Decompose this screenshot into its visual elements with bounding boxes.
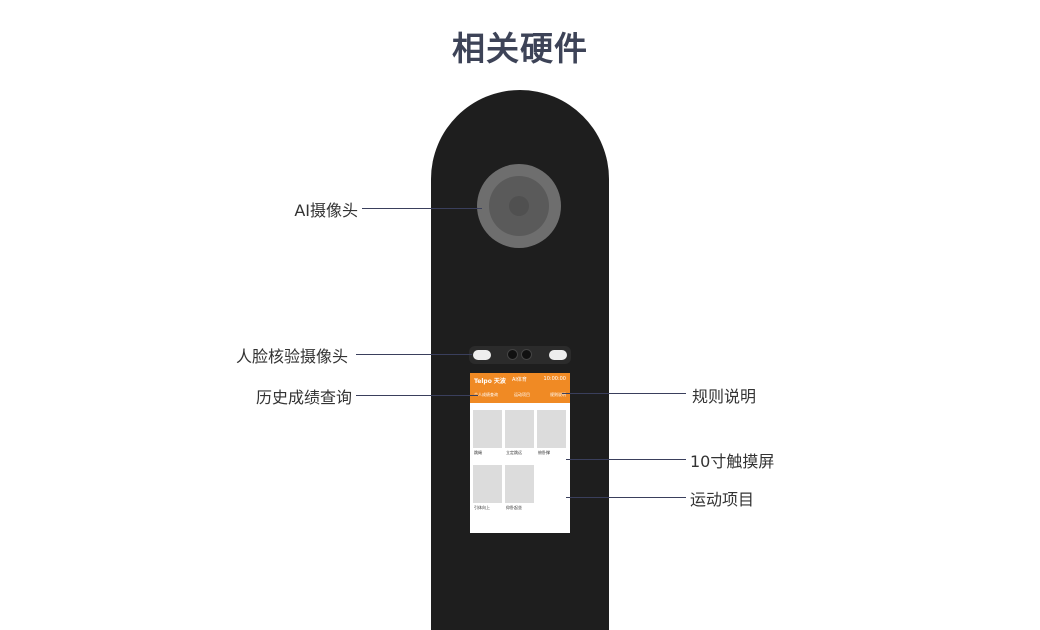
touchscreen: Telpo 天波 AI体育 10:00:00 个人成绩查询 运动项目 规则说明 …	[470, 373, 570, 533]
callout-line	[356, 354, 472, 355]
clock: 10:00:00	[543, 376, 566, 382]
label-touchscreen: 10寸触摸屏	[690, 452, 775, 471]
label-rules: 规则说明	[692, 387, 757, 406]
face-lens	[507, 349, 518, 360]
sport-card-pushup[interactable]	[537, 410, 566, 448]
face-camera-module	[469, 346, 571, 364]
sport-label: 俯卧撑	[538, 450, 550, 455]
face-lens	[521, 349, 532, 360]
sport-card-pullup[interactable]	[473, 465, 502, 503]
page-title: 相关硬件	[452, 29, 588, 68]
label-history: 历史成绩查询	[255, 388, 352, 407]
label-ai-camera: AI摄像头	[294, 201, 358, 220]
callout-line	[562, 393, 686, 394]
sport-label: 仰卧起坐	[506, 505, 522, 510]
ir-light	[473, 350, 491, 360]
callout-line	[362, 208, 482, 209]
label-face-camera: 人脸核验摄像头	[235, 347, 348, 366]
tab-rules[interactable]: 规则说明	[550, 392, 566, 397]
app-title: AI体育	[512, 377, 527, 383]
ir-light	[549, 350, 567, 360]
sport-card-jump-rope[interactable]	[473, 410, 502, 448]
callout-line	[356, 395, 478, 396]
screen-header: Telpo 天波 AI体育 10:00:00 个人成绩查询 运动项目 规则说明	[470, 373, 570, 403]
callout-line	[566, 459, 686, 460]
tab-history[interactable]: 个人成绩查询	[474, 392, 498, 397]
sport-card-situp[interactable]	[505, 465, 534, 503]
sport-label: 立定跳远	[506, 450, 522, 455]
tab-sports[interactable]: 运动项目	[514, 392, 530, 397]
ai-camera-lens	[477, 164, 561, 248]
sport-label: 引体向上	[474, 505, 490, 510]
brand-logo: Telpo 天波	[474, 378, 506, 385]
sport-label: 跳绳	[474, 450, 482, 455]
callout-line	[566, 497, 686, 498]
sport-card-long-jump[interactable]	[505, 410, 534, 448]
label-sports: 运动项目	[690, 490, 755, 509]
